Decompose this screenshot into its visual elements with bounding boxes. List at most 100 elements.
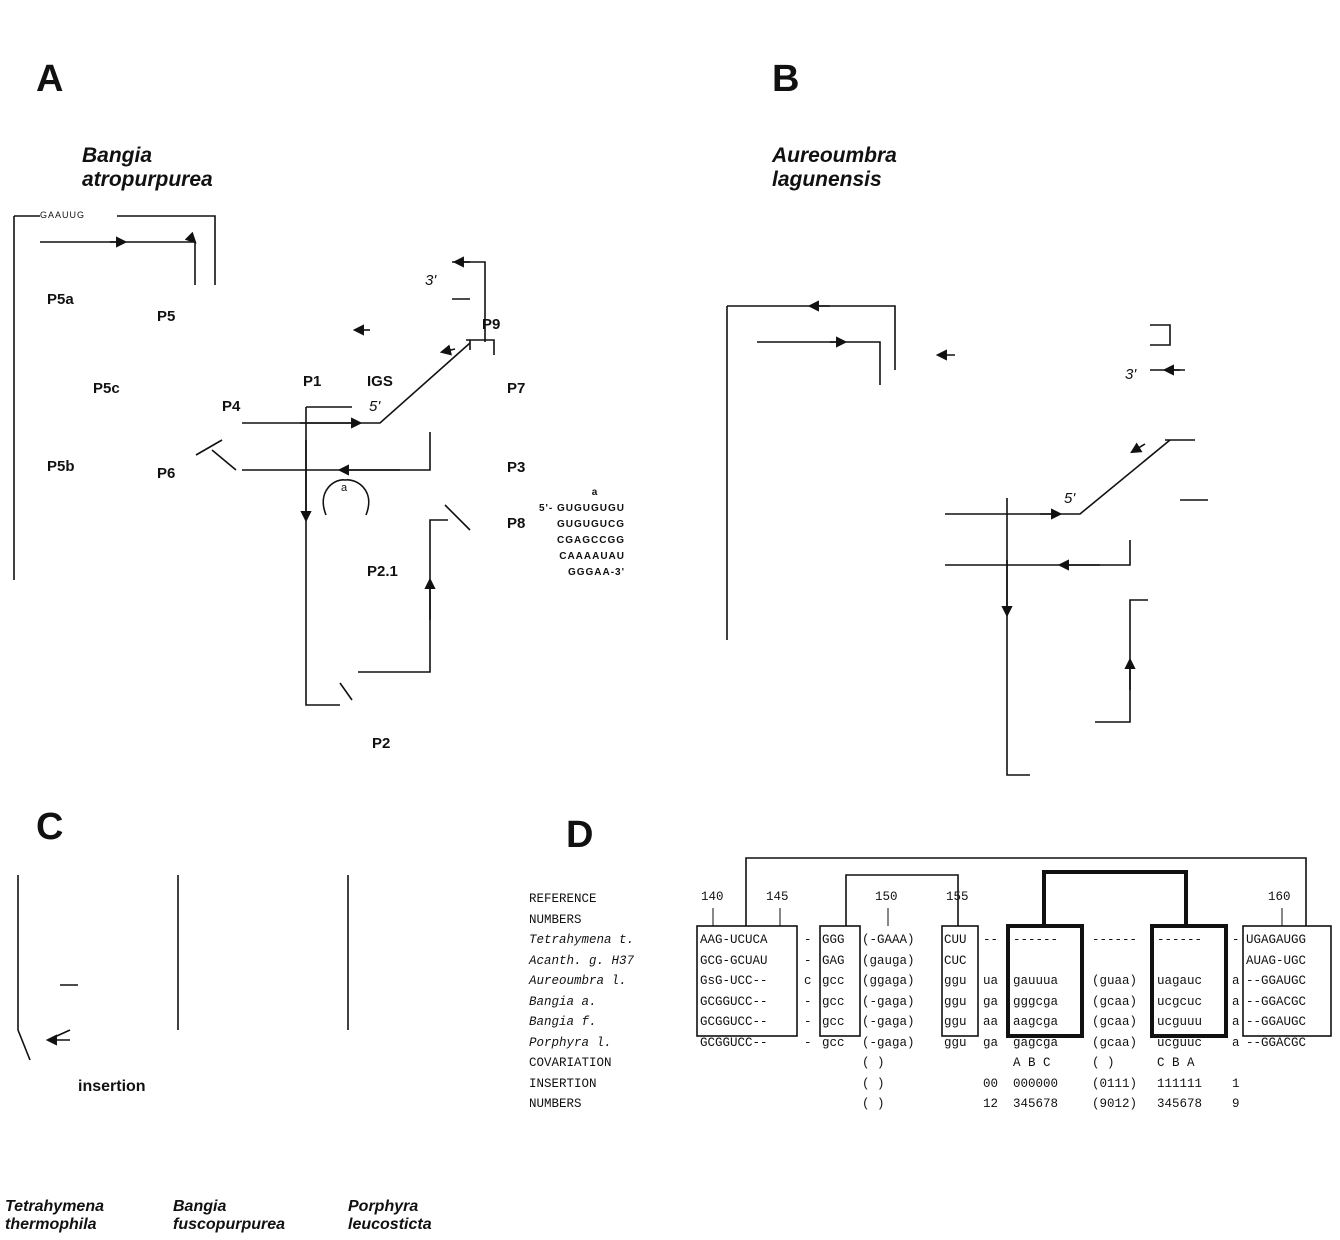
label-p2: P2: [372, 735, 390, 752]
alignment-cell: (-gaga): [862, 995, 915, 1009]
alignment-cell: ------: [1013, 933, 1058, 947]
alignment-cell: -: [1232, 933, 1240, 947]
species-genus: Tetrahymena: [5, 1198, 104, 1216]
alignment-cell: (gcaa): [1092, 1036, 1137, 1050]
insert-line: CGAGCCGG: [525, 533, 625, 549]
alignment-cell: (guaa): [1092, 974, 1137, 988]
alignment-cell: -: [804, 1036, 812, 1050]
alignment-cell: ( ): [862, 1077, 885, 1091]
label-p9: P9: [482, 316, 500, 333]
insertion-label: insertion: [78, 1078, 146, 1096]
species-epithet: thermophila: [5, 1216, 104, 1234]
species-genus: Porphyra: [348, 1198, 432, 1216]
alignment-cell: ( ): [862, 1097, 885, 1111]
alignment-cell: (-gaga): [862, 1015, 915, 1029]
alignment-cell: GGG: [822, 933, 845, 947]
alignment-cell: ucgcuc: [1157, 995, 1202, 1009]
ref-number: 160: [1268, 890, 1291, 904]
alignment-cell: 000000: [1013, 1077, 1058, 1091]
alignment-cell: CUU: [944, 933, 967, 947]
alignment-cell: (ggaga): [862, 974, 915, 988]
label-p5: P5: [157, 308, 175, 325]
label-p6: P6: [157, 465, 175, 482]
alignment-cell: (-GAAA): [862, 933, 915, 947]
alignment-cell: AUAG-UGC: [1246, 954, 1306, 968]
ref-number: 150: [875, 890, 898, 904]
row-label: Porphyra l.: [529, 1036, 612, 1050]
alignment-cell: ucguuc: [1157, 1036, 1202, 1050]
alignment-cell: ga: [983, 995, 998, 1009]
alignment-cell: gauuua: [1013, 974, 1058, 988]
row-label: REFERENCE: [529, 892, 597, 906]
alignment-cell: C B A: [1157, 1056, 1195, 1070]
alignment-cell: --GGACGC: [1246, 995, 1306, 1009]
alignment-cell: --GGAUGC: [1246, 1015, 1306, 1029]
insert-sequence: a 5'- GUGUGUGU GUGUGUCG CGAGCCGG CAAAAUA…: [525, 485, 625, 581]
label-p5c: P5c: [93, 380, 120, 397]
alignment-cell: 345678: [1157, 1097, 1202, 1111]
label-p1: P1: [303, 373, 321, 390]
alignment-cell: ggu: [944, 974, 967, 988]
label-three-prime: 3': [1125, 366, 1136, 383]
alignment-cell: ( ): [1092, 1056, 1115, 1070]
alignment-cell: 9: [1232, 1097, 1240, 1111]
alignment-cell: UGAGAUGG: [1246, 933, 1306, 947]
alignment-cell: 111111: [1157, 1077, 1202, 1091]
species-tetrahymena: Tetrahymena thermophila: [5, 1198, 104, 1234]
alignment-cell: ------: [1092, 933, 1137, 947]
alignment-cell: --GGAUGC: [1246, 974, 1306, 988]
label-igs: IGS: [367, 373, 393, 390]
ref-number: 155: [946, 890, 969, 904]
row-label: COVARIATION: [529, 1056, 612, 1070]
label-p2-1: P2.1: [367, 563, 398, 580]
label-p5a: P5a: [47, 291, 74, 308]
alignment-cell: -: [804, 933, 812, 947]
species-epithet: leucosticta: [348, 1216, 432, 1234]
insert-line: 5'- GUGUGUGU: [525, 501, 625, 517]
panel-b-species: Aureoumbra lagunensis: [772, 144, 897, 192]
alignment-cell: aa: [983, 1015, 998, 1029]
species-bangia-f: Bangia fuscopurpurea: [173, 1198, 285, 1234]
label-five-prime: 5': [1064, 490, 1075, 507]
row-label: NUMBERS: [529, 1097, 582, 1111]
species-epithet: atropurpurea: [82, 168, 213, 192]
alignment-cell: a: [1232, 1036, 1240, 1050]
alignment-cell: ga: [983, 1036, 998, 1050]
alignment-cell: aagcga: [1013, 1015, 1058, 1029]
alignment-cell: -: [804, 995, 812, 1009]
insert-line: GUGUGUCG: [525, 517, 625, 533]
panel-a-species: Bangia atropurpurea: [82, 144, 213, 192]
loop-a-label: a: [341, 484, 347, 493]
row-label: Acanth. g. H37: [529, 954, 634, 968]
alignment-cell: gcc: [822, 995, 845, 1009]
alignment-cell: gggcga: [1013, 995, 1058, 1009]
alignment-cell: GsG-UCC--: [700, 974, 768, 988]
alignment-cell: a: [1232, 1015, 1240, 1029]
insert-line: GGGAA-3': [525, 565, 625, 581]
label-five-prime: 5': [369, 398, 380, 415]
label-p5b: P5b: [47, 458, 75, 475]
alignment-cell: ggu: [944, 995, 967, 1009]
alignment-cell: 12: [983, 1097, 998, 1111]
label-p7: P7: [507, 380, 525, 397]
species-epithet: lagunensis: [772, 168, 897, 192]
alignment-cell: gcc: [822, 1036, 845, 1050]
panel-d-letter: D: [566, 814, 593, 857]
alignment-cell: uagauc: [1157, 974, 1202, 988]
label-three-prime: 3': [425, 272, 436, 289]
panel-a-letter: A: [36, 58, 63, 101]
row-label: Aureoumbra l.: [529, 974, 627, 988]
species-porphyra: Porphyra leucosticta: [348, 1198, 432, 1234]
alignment-cell: (gauga): [862, 954, 915, 968]
row-label: Bangia a.: [529, 995, 597, 1009]
row-label: INSERTION: [529, 1077, 597, 1091]
ref-number: 145: [766, 890, 789, 904]
alignment-cell: a: [1232, 995, 1240, 1009]
top-sequence: GAAUUG: [40, 210, 85, 220]
row-label: NUMBERS: [529, 913, 582, 927]
alignment-cell: ucguuu: [1157, 1015, 1202, 1029]
alignment-cell: 1: [1232, 1077, 1240, 1091]
species-genus: Aureoumbra: [772, 144, 897, 168]
alignment-cell: (0111): [1092, 1077, 1137, 1091]
alignment-cell: ggu: [944, 1015, 967, 1029]
